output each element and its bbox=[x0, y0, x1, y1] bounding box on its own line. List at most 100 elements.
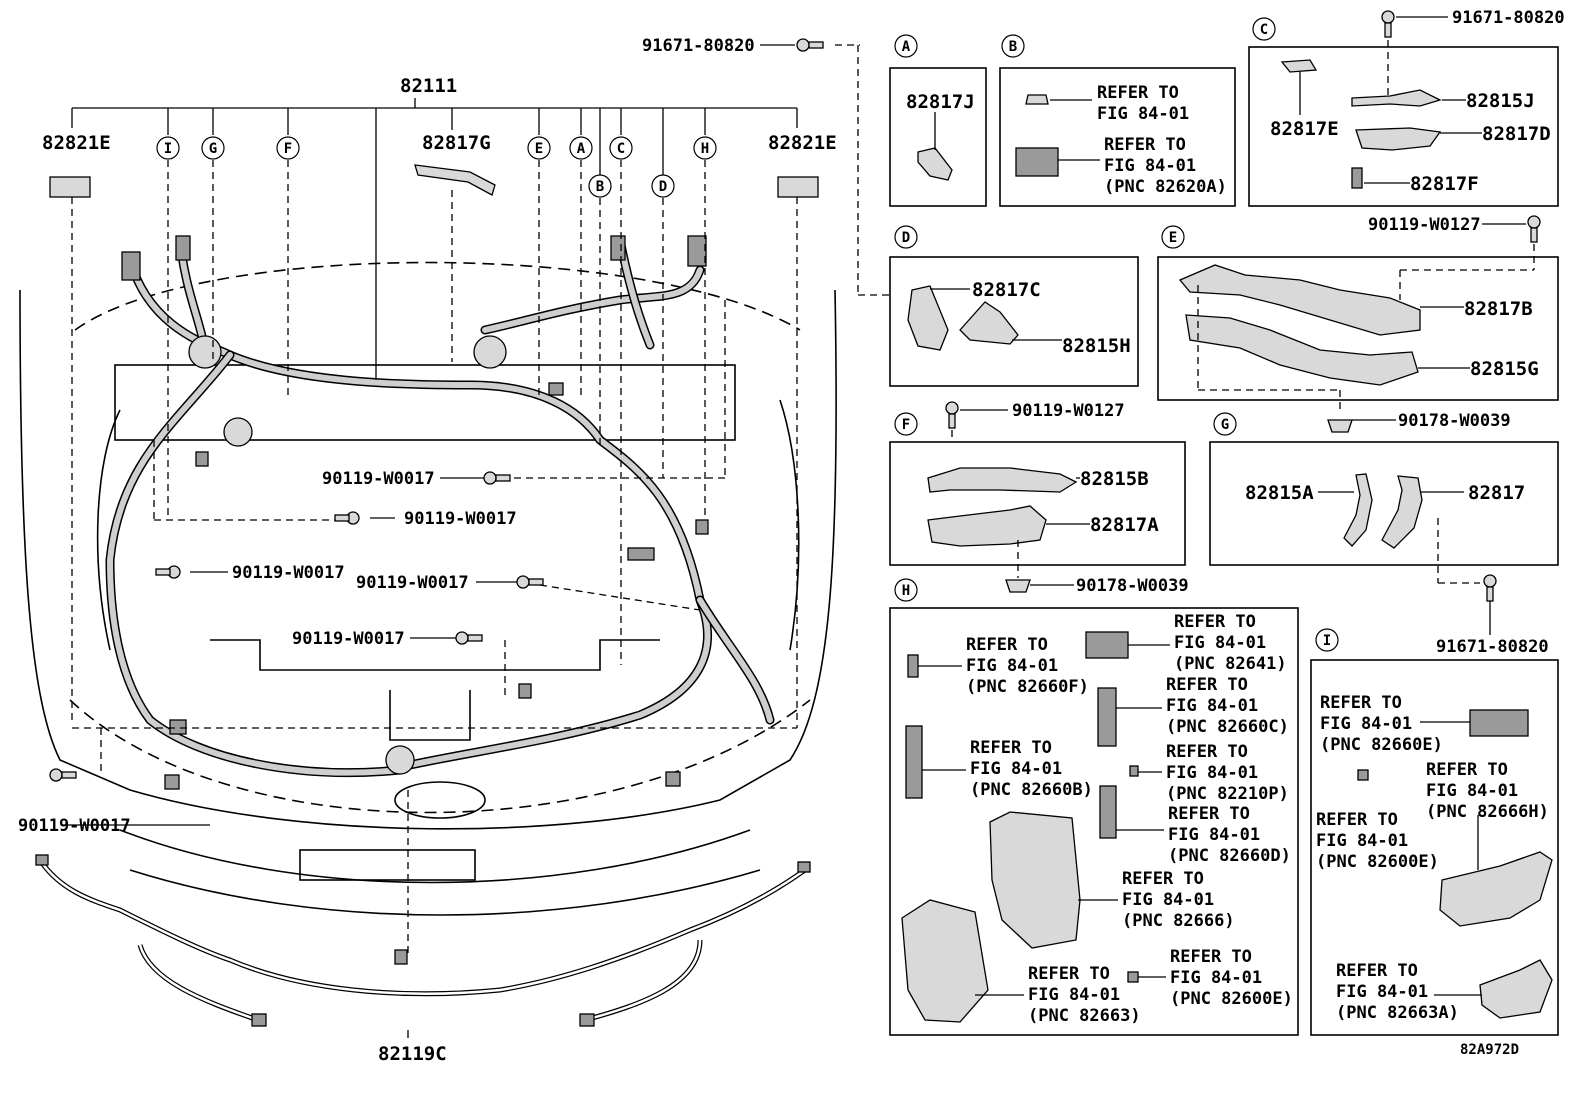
connector-icon bbox=[1127, 971, 1139, 983]
clip-icon bbox=[1005, 579, 1031, 593]
relay-block-icon bbox=[901, 899, 989, 1023]
label-82815B: 82815B bbox=[1080, 468, 1149, 490]
callout-i: I bbox=[156, 136, 180, 160]
panel-h: H REFER TO FIG 84-01 (PNC 82641) REFER T… bbox=[889, 578, 1299, 1036]
svg-text:D: D bbox=[659, 179, 667, 195]
panel-h-ref-82660F-l2: FIG 84-01 bbox=[966, 656, 1058, 676]
panel-d: D 82817C 82815H bbox=[889, 225, 1139, 387]
part-82815G bbox=[1185, 314, 1419, 386]
bolt-icon bbox=[483, 471, 511, 485]
bracket-left-82821E bbox=[49, 176, 91, 198]
panel-f: F 90119-W0127 82815B 82817A 90178-W0039 bbox=[889, 401, 1189, 596]
panel-h-ref-82660C-l2: FIG 84-01 bbox=[1166, 696, 1258, 716]
bolt-icon bbox=[796, 38, 824, 52]
callout-e: E bbox=[527, 136, 551, 160]
label-82817B: 82817B bbox=[1464, 298, 1533, 320]
panel-h-ref-82660B-l2: FIG 84-01 bbox=[970, 759, 1062, 779]
panel-h-ref-82210P-l2: FIG 84-01 bbox=[1166, 763, 1258, 783]
bolt-icon bbox=[455, 631, 483, 645]
fender-left bbox=[96, 409, 121, 651]
label-bolt-6: 90119-W0017 bbox=[18, 816, 131, 836]
bolt-icon bbox=[155, 565, 181, 579]
part-82815H bbox=[959, 301, 1019, 345]
part-82817C bbox=[907, 285, 949, 351]
panel-i-ref-82666H-l3: (PNC 82666H) bbox=[1426, 802, 1549, 822]
label-82817E: 82817E bbox=[1270, 118, 1339, 140]
diagram-code: 82A972D bbox=[1460, 1042, 1519, 1058]
bumper-outline bbox=[119, 829, 751, 884]
label-82817F: 82817F bbox=[1410, 173, 1479, 195]
panel-e-section: E bbox=[1169, 230, 1177, 246]
svg-text:H: H bbox=[701, 141, 709, 157]
bottom-harness-82119C bbox=[35, 854, 811, 1027]
label-82817A: 82817A bbox=[1090, 514, 1159, 536]
svg-text:I: I bbox=[164, 141, 172, 157]
panel-h-ref-82660C-l3: (PNC 82660C) bbox=[1166, 717, 1289, 737]
label-82817G: 82817G bbox=[422, 132, 491, 154]
panel-h-ref-82660D-l3: (PNC 82660D) bbox=[1168, 846, 1291, 866]
connector-icon bbox=[1129, 765, 1139, 777]
connector-icon bbox=[1469, 709, 1529, 737]
label-top-bolt: 91671-80820 bbox=[642, 36, 755, 56]
panel-h-ref-82600E-l2: FIG 84-01 bbox=[1170, 968, 1262, 988]
svg-text:A: A bbox=[577, 141, 586, 157]
panel-i-ref-82663A-l2: FIG 84-01 bbox=[1336, 982, 1428, 1002]
label-82817J: 82817J bbox=[906, 91, 975, 113]
connector-icon bbox=[905, 725, 923, 799]
clip-icon bbox=[1025, 94, 1049, 105]
panel-g-section: G bbox=[1221, 417, 1229, 433]
part-82817B bbox=[1178, 264, 1421, 336]
connector-icon bbox=[1015, 147, 1059, 177]
panel-i-ref-82660E-l2: FIG 84-01 bbox=[1320, 714, 1412, 734]
clip-icon bbox=[1327, 419, 1353, 433]
callout-f: F bbox=[276, 136, 300, 160]
panel-e-clip: 90178-W0039 bbox=[1398, 411, 1511, 431]
panel-g-bolt: 91671-80820 bbox=[1436, 637, 1549, 657]
part-82817F bbox=[1351, 167, 1363, 189]
callout-a: A bbox=[569, 136, 593, 160]
bolt-icon bbox=[334, 511, 360, 525]
panel-h-ref-82600E-l1: REFER TO bbox=[1170, 947, 1252, 967]
panel-h-ref-82663-l1: REFER TO bbox=[1028, 964, 1110, 984]
panel-b-ref2-line2: FIG 84-01 bbox=[1104, 156, 1196, 176]
svg-text:G: G bbox=[209, 141, 217, 157]
panel-h-ref-82660B-l3: (PNC 82660B) bbox=[970, 780, 1093, 800]
panel-b-ref1-line2: FIG 84-01 bbox=[1097, 104, 1189, 124]
label-82815G: 82815G bbox=[1470, 358, 1539, 380]
panel-b-section: B bbox=[1009, 39, 1017, 55]
panel-h-ref-82600E-l3: (PNC 82600E) bbox=[1170, 989, 1293, 1009]
junction-block-icon bbox=[1439, 851, 1553, 927]
callout-b: B bbox=[588, 174, 612, 198]
panel-h-ref-82663-l3: (PNC 82663) bbox=[1028, 1006, 1141, 1026]
panel-f-bolt: 90119-W0127 bbox=[1012, 401, 1125, 421]
panel-c: C 91671-80820 82817E 82815J 82817D 82817… bbox=[1248, 8, 1565, 207]
label-bolt-1: 90119-W0017 bbox=[322, 469, 435, 489]
bumper-lower bbox=[129, 869, 761, 916]
bolt-icon bbox=[1483, 574, 1497, 602]
fuse-box-icon bbox=[989, 811, 1081, 949]
label-82815H: 82815H bbox=[1062, 335, 1131, 357]
label-bolt-3: 90119-W0017 bbox=[232, 563, 345, 583]
label-82815A: 82815A bbox=[1245, 482, 1314, 504]
label-82817: 82817 bbox=[1468, 482, 1525, 504]
connector-icon bbox=[907, 654, 919, 678]
panel-f-clip: 90178-W0039 bbox=[1076, 576, 1189, 596]
label-82817D: 82817D bbox=[1482, 123, 1551, 145]
panel-i-ref-82663A-l3: (PNC 82663A) bbox=[1336, 1003, 1459, 1023]
panel-h-ref-82641-l3: (PNC 82641) bbox=[1174, 654, 1287, 674]
part-82815J bbox=[1351, 89, 1442, 107]
panel-h-ref-82666-l1: REFER TO bbox=[1122, 869, 1204, 889]
svg-text:C: C bbox=[617, 141, 625, 157]
panel-i-ref-82600E-l2: FIG 84-01 bbox=[1316, 831, 1408, 851]
panel-g: G 82815A 82817 91671-80820 bbox=[1209, 412, 1559, 657]
main-harness-view: I G F E A C B D H 82111 82821E 82821E 82… bbox=[18, 36, 915, 1065]
bolt-icon bbox=[1527, 215, 1541, 243]
panel-i-ref-82663A-l1: REFER TO bbox=[1336, 961, 1418, 981]
connector-icon bbox=[1357, 769, 1369, 781]
label-82815J: 82815J bbox=[1466, 90, 1535, 112]
panel-h-ref-82660F-l1: REFER TO bbox=[966, 635, 1048, 655]
callout-g: G bbox=[201, 136, 225, 160]
panel-h-ref-82660C-l1: REFER TO bbox=[1166, 675, 1248, 695]
callout-circles: I G F E A C B D H bbox=[156, 136, 717, 198]
